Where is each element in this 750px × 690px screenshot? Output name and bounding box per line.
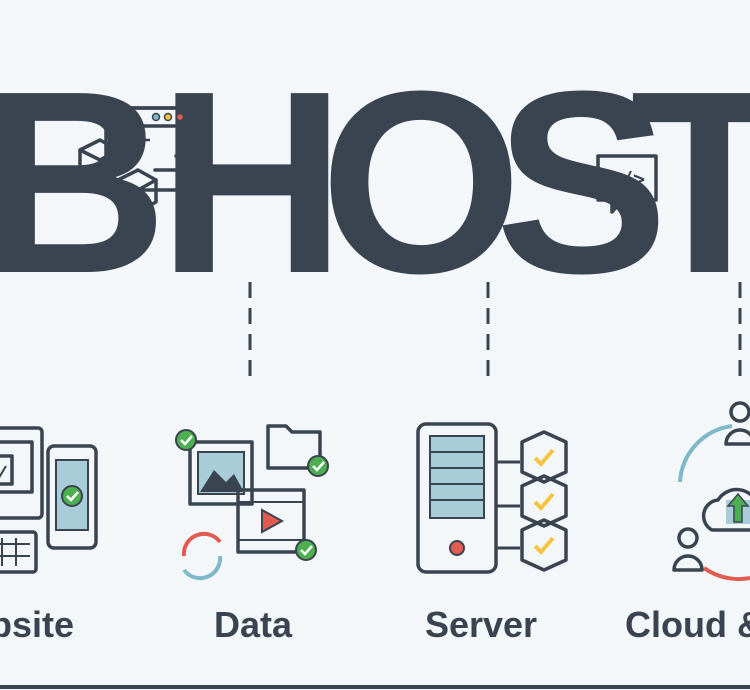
category-label-website: bsite xyxy=(0,604,74,645)
code-bubble-icon: </> xyxy=(596,154,658,214)
server-cubes-icon xyxy=(496,430,568,572)
dashed-connectors xyxy=(248,282,742,385)
browser-window-icon xyxy=(104,106,192,192)
server-tower-icon xyxy=(416,422,498,574)
heading-letter-s: S xyxy=(495,38,668,328)
data-files-icon xyxy=(175,424,329,581)
heading-letter-o: O xyxy=(320,38,522,328)
category-label-cloud: Cloud & xyxy=(625,604,750,645)
heading-letter-b: B xyxy=(0,38,168,328)
heading-word: B H O S T xyxy=(0,38,750,328)
cloud-users-icon xyxy=(672,401,750,582)
website-devices-icon xyxy=(0,426,98,574)
category-label-data: Data xyxy=(214,604,293,645)
code-tag: </> xyxy=(609,167,645,191)
heading-letter-t: T xyxy=(630,38,750,328)
category-label-server: Server xyxy=(425,604,537,645)
heading-letter-h: H xyxy=(158,38,346,328)
cube-icon xyxy=(78,138,158,214)
